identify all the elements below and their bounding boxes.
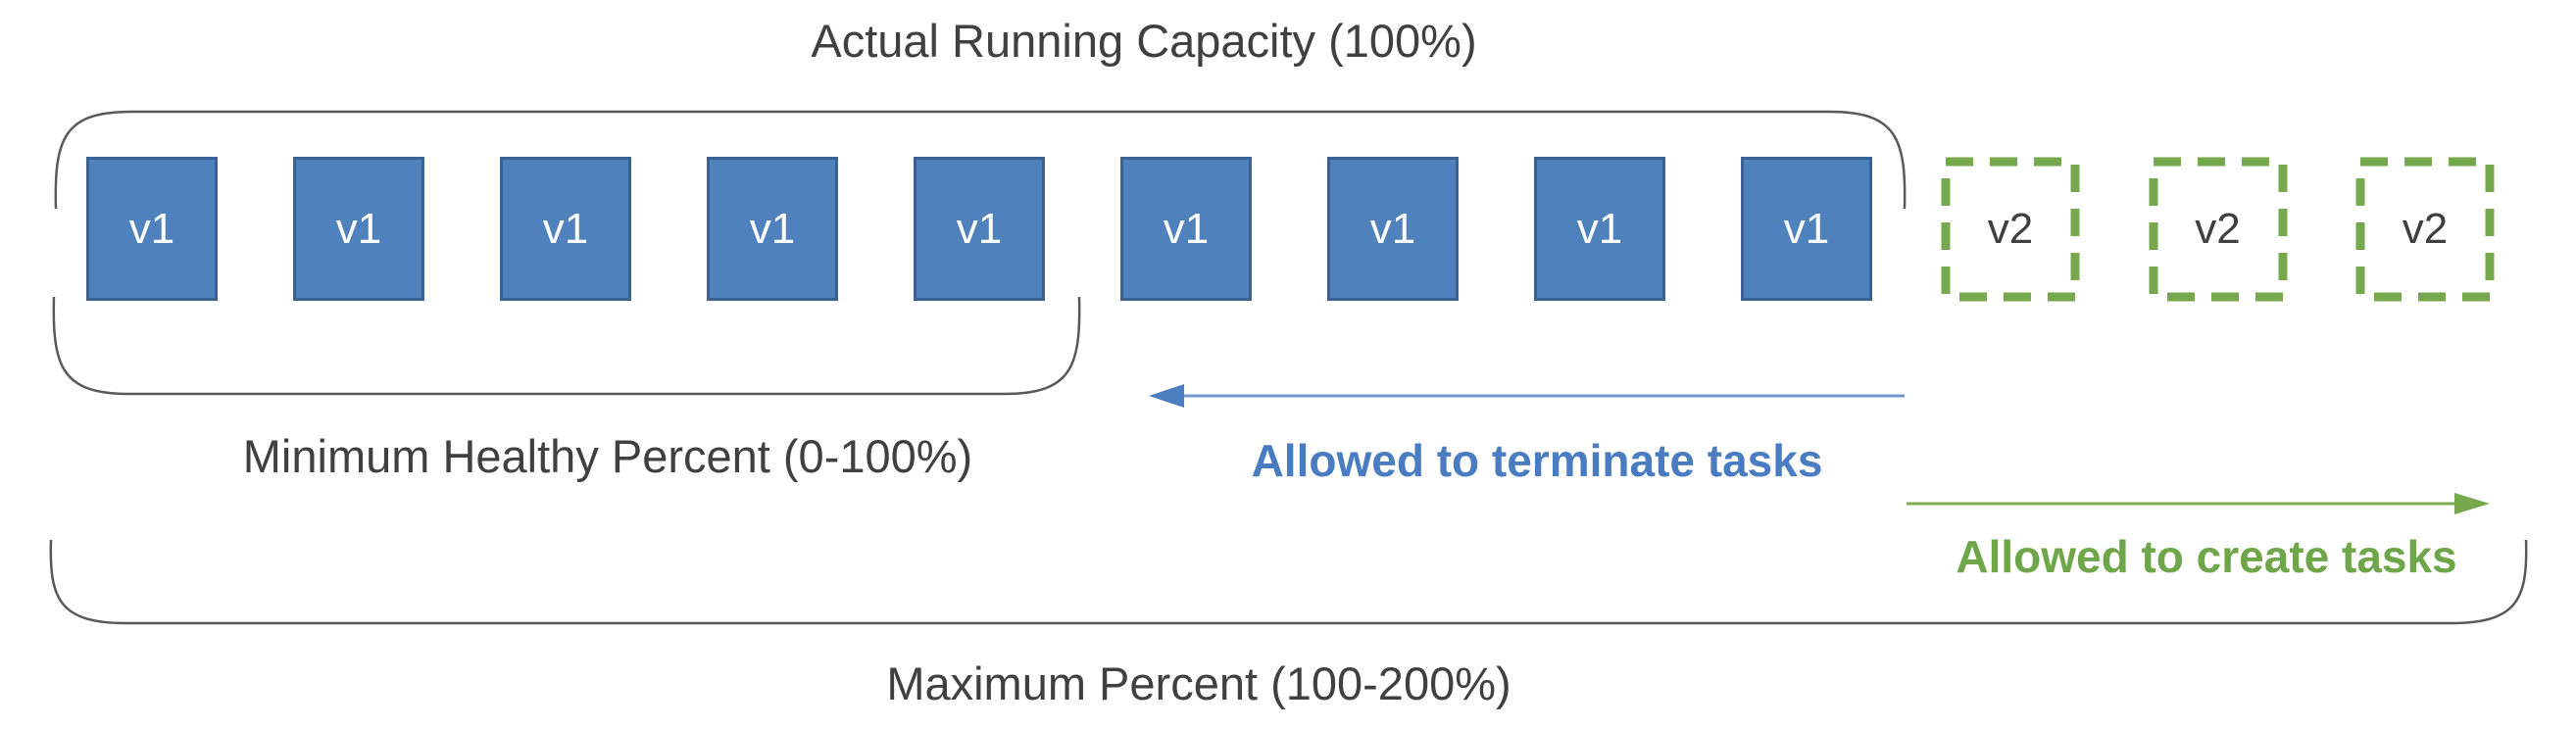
actual-capacity-title: Actual Running Capacity (100%) bbox=[811, 15, 1477, 67]
task-box-v1: v1 bbox=[1120, 157, 1252, 301]
task-box-v1: v1 bbox=[86, 157, 218, 301]
task-box-v1-label: v1 bbox=[1783, 204, 1830, 253]
dashed-border bbox=[2149, 157, 2287, 302]
task-box-v2: v2 bbox=[2149, 157, 2288, 302]
max-percent-label: Maximum Percent (100-200%) bbox=[886, 657, 1511, 709]
task-box-v1-label: v1 bbox=[542, 204, 589, 253]
task-box-v2: v2 bbox=[1941, 157, 2080, 302]
task-box-v1: v1 bbox=[914, 157, 1045, 301]
dashed-border bbox=[2355, 157, 2495, 302]
dashed-border bbox=[1941, 157, 2080, 302]
task-box-v2: v2 bbox=[2355, 157, 2495, 302]
task-box-v1: v1 bbox=[500, 157, 631, 301]
task-box-v1-label: v1 bbox=[335, 204, 382, 253]
task-box-v1: v1 bbox=[1741, 157, 1872, 301]
min-healthy-bracket bbox=[52, 296, 1081, 396]
task-box-v1: v1 bbox=[1327, 157, 1459, 301]
terminate-arrow bbox=[1149, 384, 1905, 408]
task-box-v1-label: v1 bbox=[1163, 204, 1210, 253]
actual-capacity-bracket bbox=[54, 110, 1907, 210]
task-box-v1-label: v1 bbox=[1369, 204, 1416, 253]
task-box-v1: v1 bbox=[707, 157, 838, 301]
min-healthy-label: Minimum Healthy Percent (0-100%) bbox=[242, 430, 973, 482]
task-box-v1: v1 bbox=[293, 157, 424, 301]
terminate-label: Allowed to terminate tasks bbox=[1251, 435, 1823, 486]
task-box-v1-label: v1 bbox=[128, 204, 175, 253]
task-box-v1: v1 bbox=[1534, 157, 1665, 301]
task-box-v1-label: v1 bbox=[1576, 204, 1623, 253]
task-box-v2-label: v2 bbox=[2195, 205, 2241, 253]
task-box-v1-label: v1 bbox=[956, 204, 1003, 253]
task-box-v1-label: v1 bbox=[749, 204, 796, 253]
create-arrow bbox=[1907, 493, 2490, 514]
create-label: Allowed to create tasks bbox=[1956, 531, 2457, 582]
task-box-v2-label: v2 bbox=[2402, 205, 2449, 253]
max-percent-bracket bbox=[49, 539, 2528, 625]
task-box-v2-label: v2 bbox=[1987, 205, 2034, 253]
